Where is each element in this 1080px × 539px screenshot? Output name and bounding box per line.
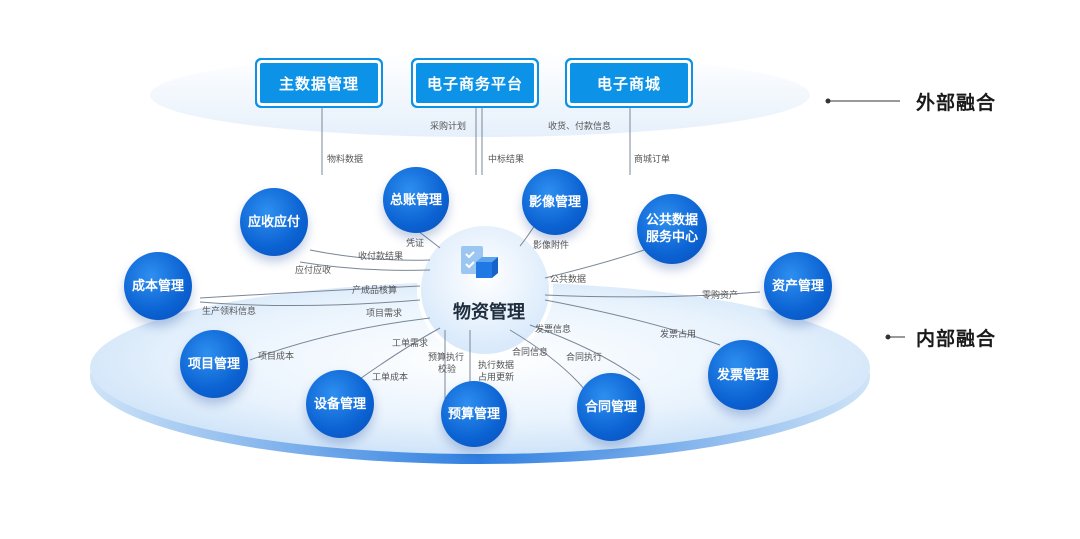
flow-invoice-occupation: 发票占用 xyxy=(660,330,697,340)
system-online-mall[interactable]: 电子商城 xyxy=(570,63,688,103)
system-ecommerce-platform-label: 电子商务平台 xyxy=(426,74,523,93)
module-cost[interactable]: 成本管理 xyxy=(124,252,192,320)
flow-work-order-demand: 工单需求 xyxy=(392,339,429,349)
module-receivable-payable-label: 应收应付 xyxy=(247,214,300,230)
module-general-ledger-label: 总账管理 xyxy=(389,192,442,208)
flow-execution-data: 执行数据 xyxy=(478,361,515,371)
flow-project-cost: 项目成本 xyxy=(258,352,295,362)
system-online-mall-label: 电子商城 xyxy=(596,74,661,93)
module-receivable-payable[interactable]: 应收应付 xyxy=(240,188,308,256)
system-ecommerce-platform[interactable]: 电子商务平台 xyxy=(416,63,534,103)
module-public-data-center-label: 公共数据 服务中心 xyxy=(645,213,698,245)
flow-validation: 校验 xyxy=(438,365,457,375)
flow-contract-info: 合同信息 xyxy=(512,348,549,358)
external-integration-label: 外部融合 xyxy=(916,92,997,114)
flow-material-data: 物料数据 xyxy=(327,155,364,165)
flow-purchase-plan: 采购计划 xyxy=(430,122,467,132)
module-image-label: 影像管理 xyxy=(528,194,581,210)
module-budget[interactable]: 预算管理 xyxy=(441,381,507,447)
flow-image-attachment: 影像附件 xyxy=(533,241,570,251)
module-invoice[interactable]: 发票管理 xyxy=(708,340,778,410)
module-equipment-label: 设备管理 xyxy=(313,396,366,412)
flow-receipt-payment: 收货、付款信息 xyxy=(548,122,612,132)
module-contract[interactable]: 合同管理 xyxy=(577,373,645,441)
flow-invoice-info: 发票信息 xyxy=(535,325,572,335)
module-general-ledger[interactable]: 总账管理 xyxy=(383,167,449,233)
flow-voucher: 凭证 xyxy=(406,239,425,249)
module-asset[interactable]: 资产管理 xyxy=(764,252,832,320)
module-invoice-label: 发票管理 xyxy=(716,367,769,383)
flow-product-costing: 产成品核算 xyxy=(352,286,398,296)
flow-public-data: 公共数据 xyxy=(550,275,587,285)
module-project-label: 项目管理 xyxy=(187,356,240,372)
center-material-management[interactable]: 物资管理 xyxy=(453,302,525,323)
flow-work-order-cost: 工单成本 xyxy=(372,373,409,383)
flow-budget-execution: 预算执行 xyxy=(428,353,465,363)
module-image[interactable]: 影像管理 xyxy=(522,169,588,235)
module-contract-label: 合同管理 xyxy=(584,399,637,415)
flow-mall-order: 商城订单 xyxy=(634,155,671,165)
internal-integration-label: 内部融合 xyxy=(916,328,997,350)
module-equipment[interactable]: 设备管理 xyxy=(306,370,374,438)
module-cost-label: 成本管理 xyxy=(131,278,184,294)
flow-bid-result: 中标结果 xyxy=(488,155,525,165)
flow-receipt-result: 收付款结果 xyxy=(358,252,404,262)
module-asset-label: 资产管理 xyxy=(771,278,824,294)
system-master-data[interactable]: 主数据管理 xyxy=(260,63,378,103)
system-master-data-label: 主数据管理 xyxy=(278,74,359,93)
flow-project-demand: 项目需求 xyxy=(366,309,403,319)
clipboard-icon xyxy=(461,246,498,278)
flow-payable-receivable: 应付应收 xyxy=(295,266,332,276)
flow-contract-execution: 合同执行 xyxy=(566,353,603,363)
flow-asset-purchase: 零购资产 xyxy=(702,291,739,301)
module-project[interactable]: 项目管理 xyxy=(180,330,248,398)
flow-production-material: 生产领料信息 xyxy=(202,307,257,317)
flow-occupation-update: 占用更新 xyxy=(478,373,515,383)
module-public-data-center[interactable]: 公共数据 服务中心 xyxy=(637,194,707,264)
module-budget-label: 预算管理 xyxy=(447,406,500,422)
